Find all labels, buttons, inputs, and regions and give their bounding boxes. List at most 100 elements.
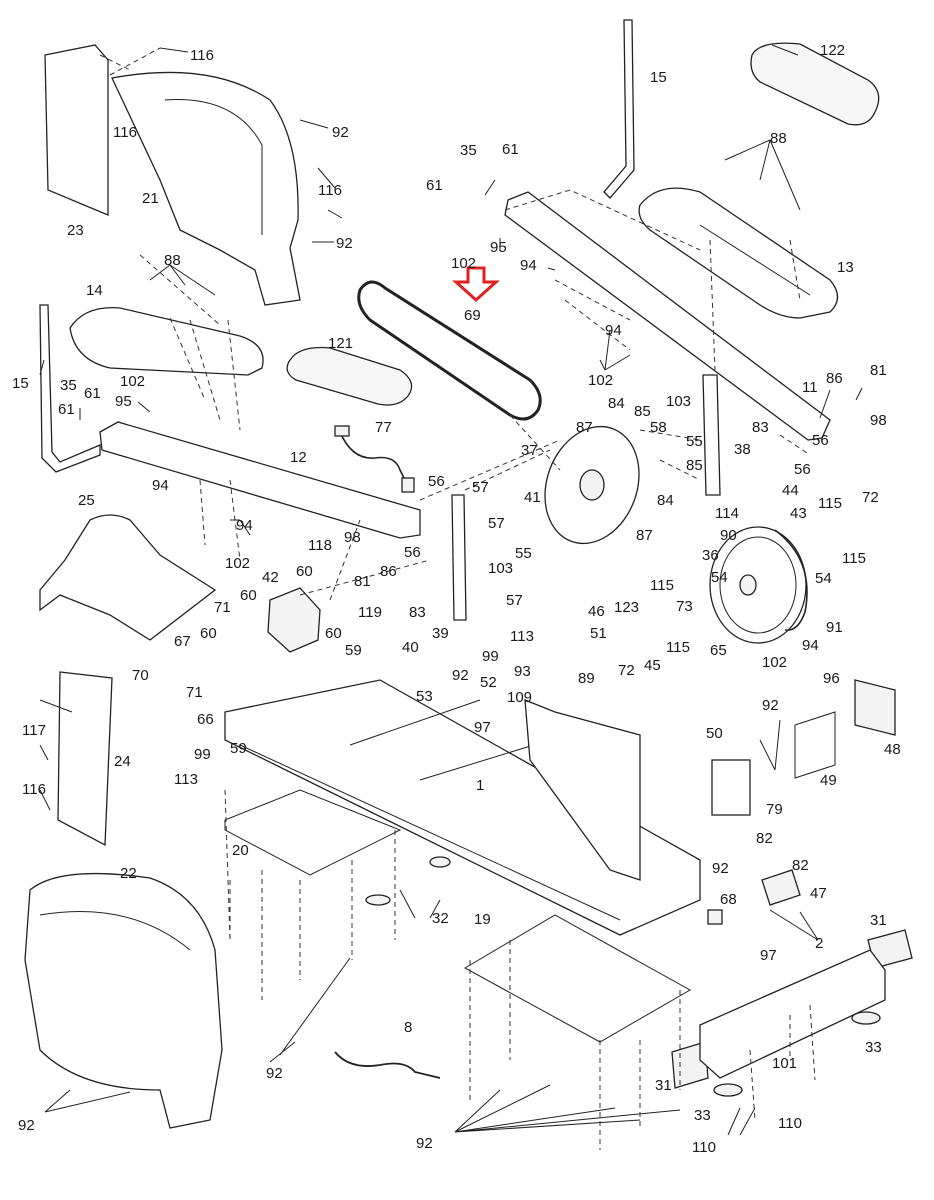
callout-71b: 71 [186, 684, 203, 701]
callout-81a: 81 [870, 362, 887, 379]
callout-77: 77 [375, 419, 392, 436]
part-49-bracket [794, 711, 836, 779]
part-69-drive-belt [357, 280, 542, 421]
callout-31b: 31 [655, 1077, 672, 1094]
callout-93: 93 [514, 663, 531, 680]
callout-46: 46 [588, 603, 605, 620]
part-36-hub [739, 574, 757, 596]
part-50-control-box [711, 759, 751, 816]
part-32-foot-a [365, 894, 391, 906]
part-68-knob [707, 909, 723, 925]
part-48-console [854, 679, 896, 736]
callout-25: 25 [78, 492, 95, 509]
callout-15a: 15 [650, 69, 667, 86]
callout-45: 45 [644, 657, 661, 674]
callout-72b: 72 [618, 662, 635, 679]
callout-13: 13 [837, 259, 854, 276]
callout-70: 70 [132, 667, 149, 684]
callout-83a: 83 [752, 419, 769, 436]
callout-54a: 54 [815, 570, 832, 587]
part-21-upper-shroud [111, 71, 301, 306]
callout-57c: 57 [506, 592, 523, 609]
callout-97b: 97 [760, 947, 777, 964]
callout-68: 68 [720, 891, 737, 908]
part-77-wire-harness [339, 431, 411, 491]
callout-92h: 92 [416, 1135, 433, 1152]
part-14-left-pedal [69, 307, 264, 376]
callout-61a: 61 [502, 141, 519, 158]
callout-102d: 102 [225, 555, 250, 572]
callout-37: 37 [521, 442, 538, 459]
part-19-plate [463, 914, 692, 1043]
part-43-flywheel-half [774, 529, 808, 631]
callout-90: 90 [720, 527, 737, 544]
callout-94d: 94 [236, 517, 253, 534]
callout-2: 2 [815, 935, 823, 952]
callout-11: 11 [802, 379, 818, 396]
callout-101: 101 [772, 1055, 797, 1072]
callout-94b: 94 [605, 322, 622, 339]
callout-81b: 81 [354, 573, 371, 590]
part-20-plate [224, 789, 402, 876]
callout-71a: 71 [214, 599, 231, 616]
callout-92f: 92 [266, 1065, 283, 1082]
callout-53: 53 [416, 688, 433, 705]
callout-94a: 94 [520, 257, 537, 274]
callout-102b: 102 [588, 372, 613, 389]
callout-35a: 35 [460, 142, 477, 159]
part-22-lower-shroud [24, 872, 223, 1129]
callout-92g: 92 [18, 1117, 35, 1134]
callout-116d: 116 [22, 781, 46, 798]
callout-56d: 56 [404, 544, 421, 561]
callout-88a: 88 [770, 130, 787, 147]
callout-116c: 116 [318, 182, 342, 199]
callout-60c: 60 [325, 625, 342, 642]
part-122-pedal-pad [750, 42, 880, 126]
callout-103a: 103 [666, 393, 691, 410]
callout-55b: 55 [515, 545, 532, 562]
callout-94e: 94 [802, 637, 819, 654]
callout-56c: 56 [428, 473, 445, 490]
callout-110b: 110 [692, 1139, 716, 1156]
callout-121: 121 [328, 335, 353, 352]
part-47-sensor [761, 869, 801, 906]
callout-110a: 110 [778, 1115, 802, 1132]
callout-85a: 85 [634, 403, 651, 420]
callout-1: 1 [476, 777, 484, 794]
callout-92d: 92 [762, 697, 779, 714]
part-1-frame-rail [239, 744, 621, 921]
part-23-side-cover [44, 44, 109, 216]
callout-52: 52 [480, 674, 497, 691]
callout-95b: 95 [115, 393, 132, 410]
callout-99b: 99 [194, 746, 211, 763]
leader-lines [39, 44, 863, 1136]
callout-38: 38 [734, 441, 751, 458]
part-77-connector-b [401, 477, 415, 493]
callout-97a: 97 [474, 719, 491, 736]
callout-98b: 98 [344, 529, 361, 546]
callout-99a: 99 [482, 648, 499, 665]
callout-119: 119 [358, 604, 382, 621]
callout-109: 109 [507, 689, 532, 706]
callout-65: 65 [710, 642, 727, 659]
callout-19: 19 [474, 911, 491, 928]
part-31-end-cap-left [671, 1041, 709, 1089]
callout-8: 8 [404, 1019, 412, 1036]
callout-79: 79 [766, 801, 783, 818]
callout-94c: 94 [152, 477, 169, 494]
callout-56a: 56 [812, 432, 829, 449]
callout-84a: 84 [608, 395, 625, 412]
callout-92a: 92 [332, 124, 349, 141]
callout-118: 118 [308, 537, 332, 554]
callout-69: 69 [464, 307, 481, 324]
callout-57a: 57 [472, 479, 489, 496]
callout-21: 21 [142, 190, 159, 207]
callout-89: 89 [578, 670, 595, 687]
callout-67: 67 [174, 633, 191, 650]
callout-42: 42 [262, 569, 279, 586]
part-2-rear-stabilizer [699, 949, 886, 1079]
callout-82a: 82 [756, 830, 773, 847]
callout-116a: 116 [190, 47, 214, 64]
part-15-right-arm [603, 19, 635, 199]
callout-98a: 98 [870, 412, 887, 429]
